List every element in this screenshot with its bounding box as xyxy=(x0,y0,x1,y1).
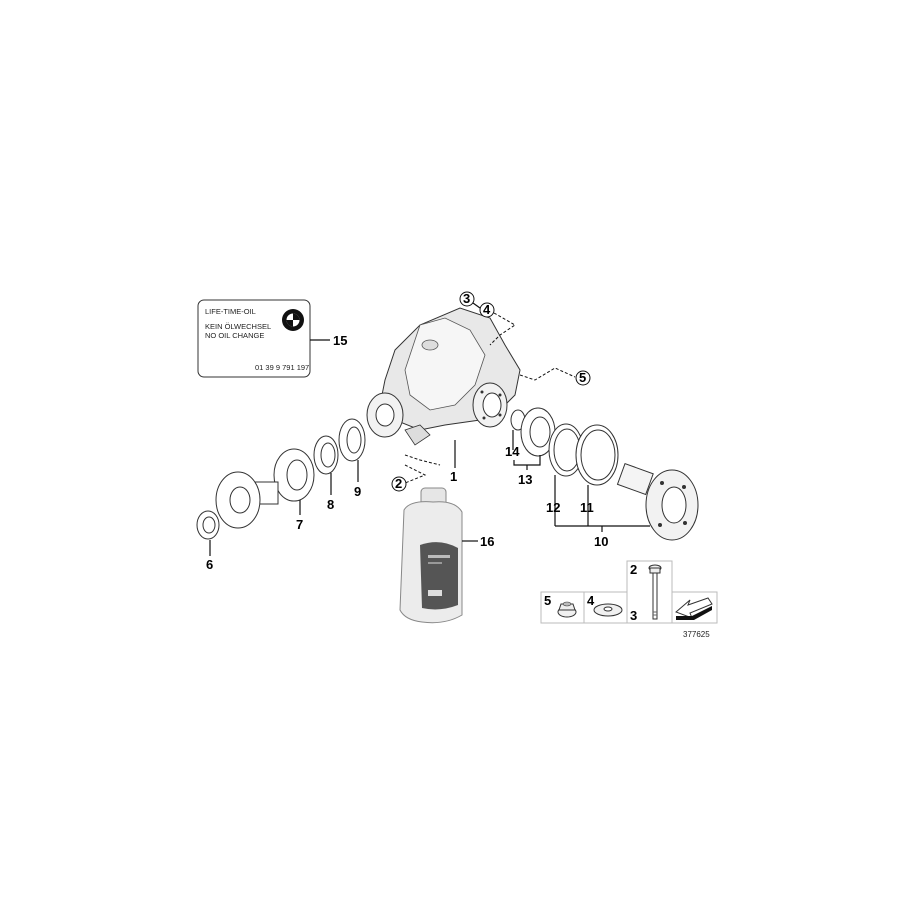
svg-text:5: 5 xyxy=(579,370,586,385)
callout-8: 8 xyxy=(327,497,334,512)
legend-bolt-label-bottom: 3 xyxy=(630,608,637,623)
callout-5-circle: 5 xyxy=(575,370,591,386)
legend-bolt-label-top: 2 xyxy=(630,562,637,577)
output-flange-left xyxy=(215,471,279,529)
legend-nut-label: 5 xyxy=(544,593,551,608)
callout-4-circle: 4 xyxy=(479,302,495,318)
washer-icon xyxy=(593,603,623,617)
sticker-line3: NO OIL CHANGE xyxy=(205,331,264,340)
callout-7: 7 xyxy=(296,517,303,532)
sticker-part-number: 01 39 9 791 197 xyxy=(255,363,309,372)
direction-arrow-icon xyxy=(675,597,713,620)
oil-sticker: LIFE-TIME-OIL KEIN ÖLWECHSEL NO OIL CHAN… xyxy=(197,299,311,378)
drive-flange-10 xyxy=(616,462,699,541)
callout-13: 13 xyxy=(518,472,532,487)
flange-nut-icon xyxy=(557,601,577,618)
callout-9: 9 xyxy=(354,484,361,499)
callout-1: 1 xyxy=(450,469,457,484)
seal-ring-9 xyxy=(338,418,366,462)
callout-14: 14 xyxy=(505,444,520,459)
shaft-seal-6 xyxy=(196,510,220,540)
svg-text:2: 2 xyxy=(395,476,402,491)
ring-12 xyxy=(548,423,584,477)
bmw-logo-icon xyxy=(282,309,304,331)
svg-text:4: 4 xyxy=(483,302,491,317)
dust-cover-7 xyxy=(273,448,315,502)
oil-bottle xyxy=(399,487,463,624)
callout-12: 12 xyxy=(546,500,560,515)
seal-13 xyxy=(520,407,556,457)
sticker-line2: KEIN ÖLWECHSEL xyxy=(205,322,271,331)
hardware-legend: 5 4 2 3 xyxy=(540,560,718,624)
differential-housing xyxy=(366,307,521,446)
bolt-icon xyxy=(648,564,662,620)
callout-2-circle: 2 xyxy=(391,476,407,492)
callout-11: 11 xyxy=(580,500,594,515)
svg-text:3: 3 xyxy=(463,291,470,306)
callout-6: 6 xyxy=(206,557,213,572)
image-number: 377625 xyxy=(683,630,710,639)
ring-11 xyxy=(575,424,619,486)
sticker-line1: LIFE-TIME-OIL xyxy=(205,307,256,316)
callout-3-circle: 3 xyxy=(459,291,475,307)
legend-washer-label: 4 xyxy=(587,593,595,608)
callout-16: 16 xyxy=(480,534,494,549)
callout-15: 15 xyxy=(333,333,347,348)
shim-8 xyxy=(313,435,339,475)
callout-10: 10 xyxy=(594,534,608,549)
